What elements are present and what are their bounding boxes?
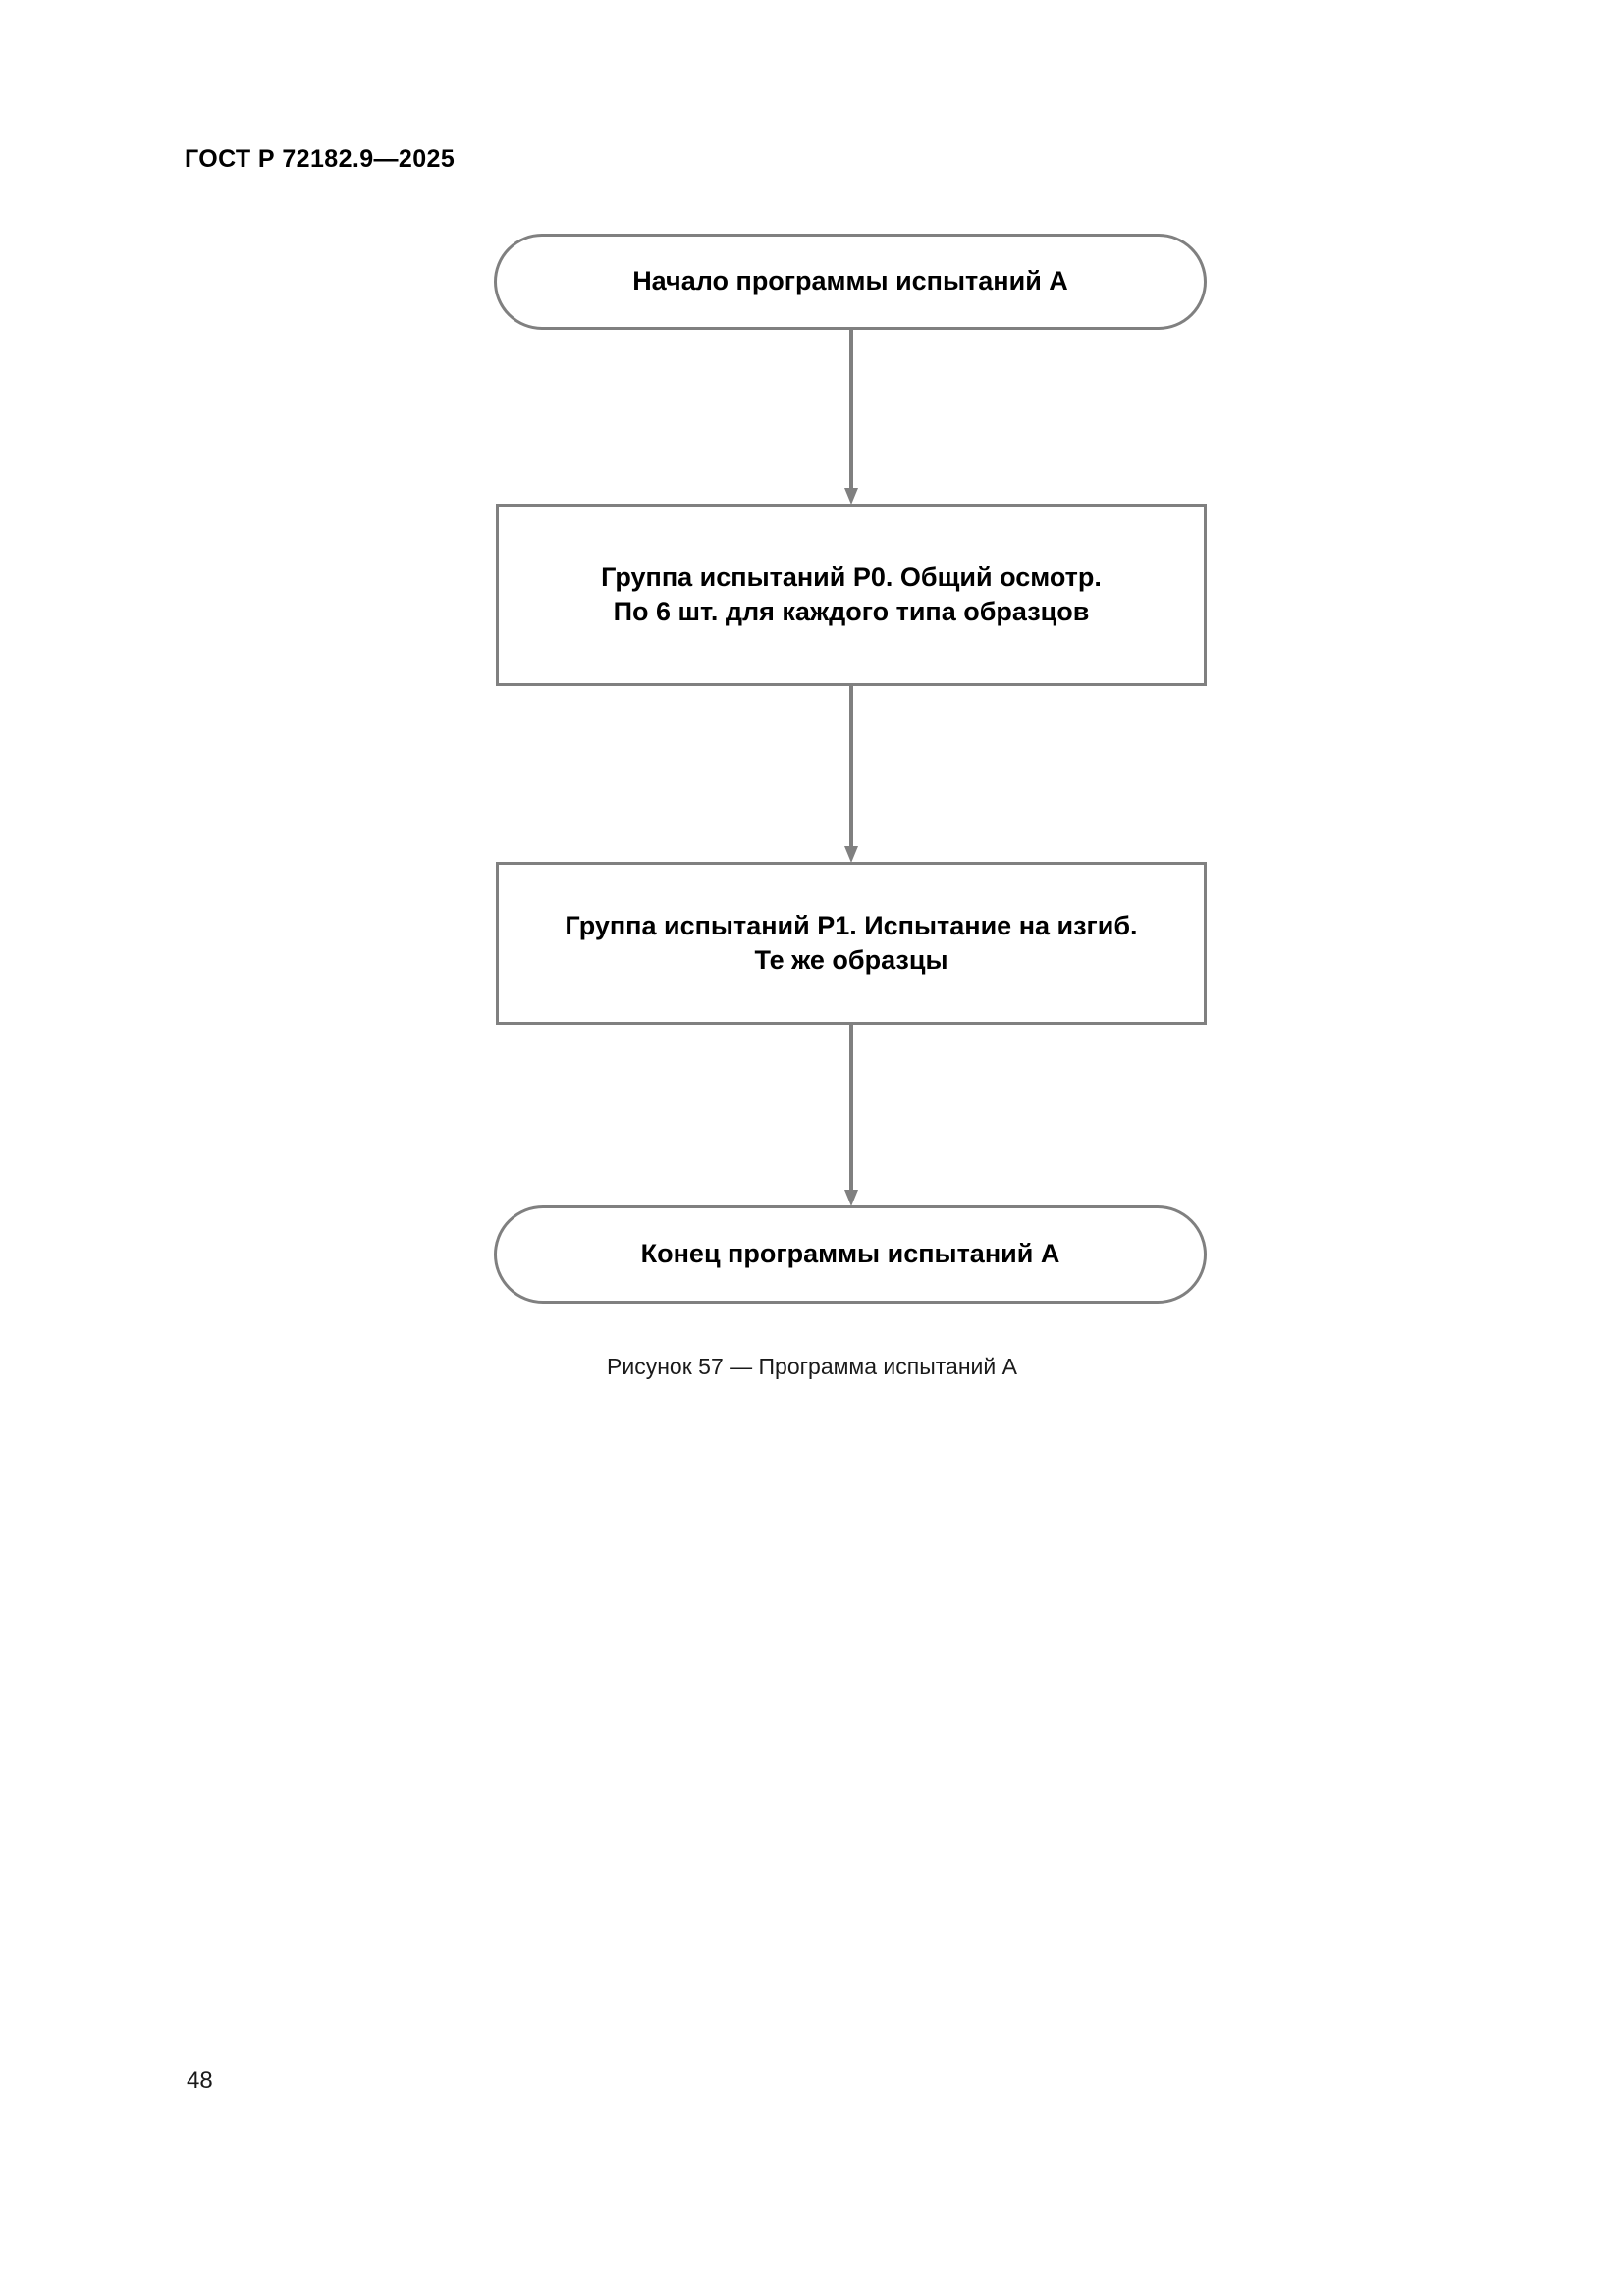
page-number: 48 xyxy=(187,2067,213,2094)
arrow-stem xyxy=(849,686,853,848)
flowchart-node-start-label: Начало программы испытаний А xyxy=(632,266,1068,296)
arrow-head-down-icon xyxy=(844,846,858,863)
flowchart-arrow-p0-to-p1 xyxy=(844,686,858,863)
flowchart-arrow-start-to-p0 xyxy=(844,330,858,505)
flowchart-node-test-group-p0-label: Группа испытаний Р0. Общий осмотр. По 6 … xyxy=(601,561,1102,626)
figure-caption: Рисунок 57 — Программа испытаний А xyxy=(607,1354,1017,1379)
flowchart-node-test-group-p0: Группа испытаний Р0. Общий осмотр. По 6 … xyxy=(496,504,1207,686)
flowchart-node-test-group-p1-label: Группа испытаний Р1. Испытание на изгиб.… xyxy=(565,910,1138,975)
flowchart-node-test-group-p1: Группа испытаний Р1. Испытание на изгиб.… xyxy=(496,862,1207,1025)
arrow-head-down-icon xyxy=(844,488,858,505)
flowchart-node-end: Конец программы испытаний А xyxy=(494,1205,1207,1304)
arrow-stem xyxy=(849,1025,853,1192)
arrow-stem xyxy=(849,330,853,490)
document-header-standard-number: ГОСТ Р 72182.9—2025 xyxy=(185,145,456,173)
flowchart-arrow-p1-to-end xyxy=(844,1025,858,1206)
figure-flowchart: Начало программы испытаний А Группа испы… xyxy=(494,234,1207,1379)
arrow-head-down-icon xyxy=(844,1190,858,1206)
flowchart-node-end-label: Конец программы испытаний А xyxy=(640,1239,1060,1269)
flowchart-node-start: Начало программы испытаний А xyxy=(494,234,1207,330)
